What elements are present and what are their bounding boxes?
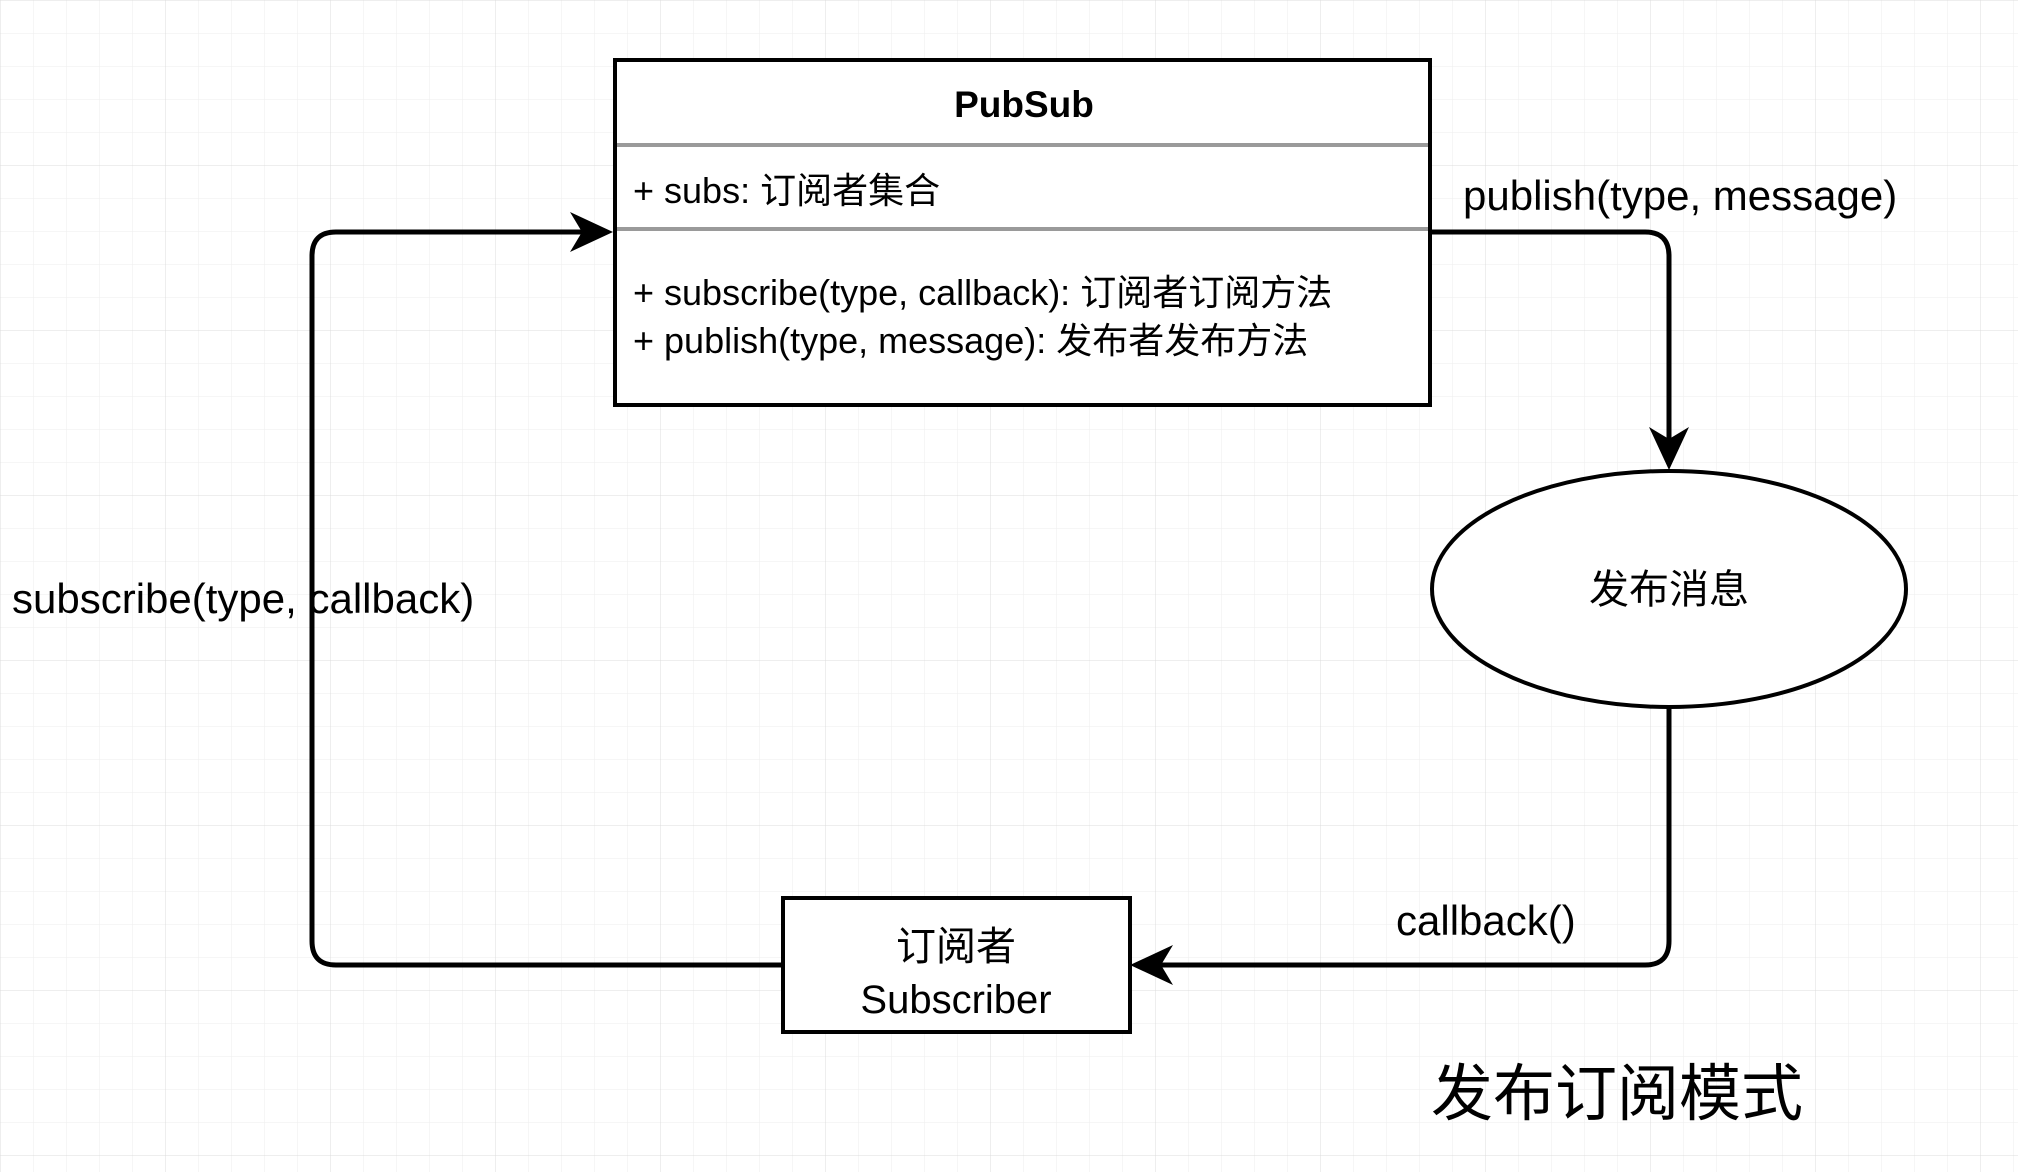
edge-callback-path (1145, 706, 1672, 968)
diagram-caption: 发布订阅模式 (1431, 1060, 1803, 1129)
edge-publish-arrowhead (1649, 427, 1689, 470)
subscriber-label-cn: 订阅者 (896, 925, 1016, 969)
node-subscriber[interactable]: 订阅者 Subscriber (781, 896, 1132, 1034)
edge-label-publish: publish(type, message) (1463, 172, 1897, 219)
edge-subscribe-arrowhead (570, 212, 613, 252)
edge-callback[interactable] (1130, 706, 1672, 985)
ellipse-outline (1430, 469, 1908, 709)
node-publish-message[interactable]: 发布消息 (1430, 469, 1908, 709)
edge-subscribe[interactable] (309, 212, 783, 968)
edge-publish-path (1430, 229, 1672, 452)
class-method-0: + subscribe(type, callback): 订阅者订阅方法 (633, 272, 1332, 313)
ellipse-label: 发布消息 (1589, 568, 1749, 612)
edge-publish[interactable] (1430, 229, 1689, 470)
edge-label-callback: callback() (1396, 897, 1576, 944)
class-attribute-0: + subs: 订阅者集合 (633, 170, 940, 211)
class-box-outline (613, 58, 1432, 407)
subscriber-box-outline (781, 896, 1132, 1034)
edge-callback-arrowhead (1130, 945, 1173, 985)
edge-subscribe-path (309, 229, 783, 968)
class-title: PubSub (954, 84, 1094, 125)
class-box-pubsub[interactable]: PubSub + subs: 订阅者集合 + subscribe(type, c… (613, 58, 1432, 407)
subscriber-label-en: Subscriber (860, 978, 1051, 1022)
class-method-1: + publish(type, message): 发布者发布方法 (633, 320, 1308, 361)
edge-label-subscribe: subscribe(type, callback) (12, 575, 474, 622)
